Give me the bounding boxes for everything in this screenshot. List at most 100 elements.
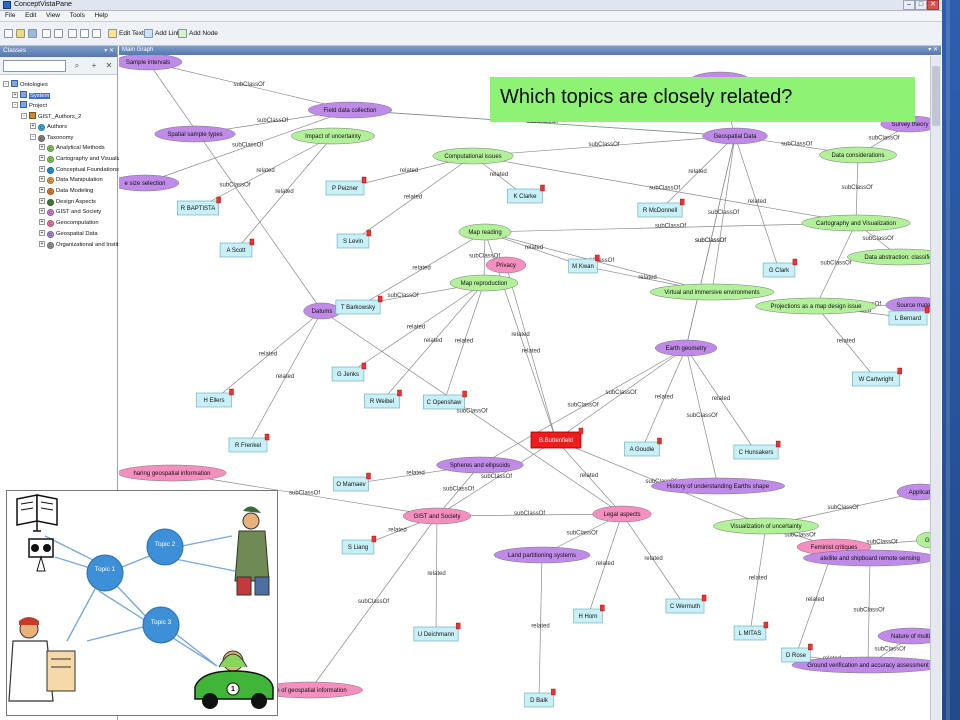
expand-toggle-icon[interactable]: + bbox=[39, 154, 45, 161]
graph-edge[interactable] bbox=[472, 155, 857, 224]
expand-toggle-icon[interactable]: + bbox=[39, 187, 45, 193]
author-node[interactable]: H Ellers bbox=[196, 388, 234, 408]
tree-node[interactable]: -Ontologies bbox=[3, 80, 48, 89]
graph-edge[interactable] bbox=[621, 513, 686, 607]
graph-edge[interactable] bbox=[484, 231, 713, 293]
graph-edge[interactable] bbox=[435, 515, 438, 635]
add-node-icon[interactable] bbox=[178, 29, 187, 38]
author-node[interactable]: O Mamaev bbox=[333, 472, 371, 492]
tree-node[interactable]: -Project bbox=[12, 101, 47, 110]
expand-toggle-icon[interactable]: + bbox=[39, 144, 45, 151]
author-node[interactable]: D Balk bbox=[524, 688, 556, 708]
author-node[interactable]: A Goudie bbox=[624, 437, 662, 457]
menu-file[interactable]: File bbox=[5, 12, 16, 19]
graph-edge[interactable] bbox=[795, 546, 835, 656]
author-node[interactable]: C Openshaw bbox=[423, 390, 467, 410]
menu-view[interactable]: View bbox=[46, 12, 61, 19]
graph-edge[interactable] bbox=[484, 222, 857, 233]
graph-edge[interactable] bbox=[734, 135, 780, 271]
binoculars-icon[interactable]: ⌕ bbox=[74, 61, 80, 70]
close-button[interactable]: ✕ bbox=[927, 0, 939, 10]
graph-edge[interactable] bbox=[749, 525, 767, 634]
graph-edge[interactable] bbox=[321, 310, 623, 515]
topic-node[interactable]: Ground verification and accuracy assessm… bbox=[791, 656, 941, 674]
topic-node[interactable]: Datums bbox=[303, 302, 341, 320]
print-preview-icon[interactable] bbox=[54, 29, 63, 38]
graph-edge[interactable] bbox=[483, 231, 486, 284]
graph-edge[interactable] bbox=[147, 61, 351, 111]
author-node[interactable]: W Cartwright bbox=[851, 367, 902, 387]
selected-author-node[interactable]: B.Buttenfield bbox=[530, 427, 584, 449]
expand-toggle-icon[interactable]: + bbox=[39, 208, 45, 215]
topic-node[interactable]: Map reproduction bbox=[449, 274, 519, 292]
add-link-button[interactable]: Add Link bbox=[155, 30, 181, 37]
copy-icon[interactable] bbox=[80, 29, 89, 38]
author-node[interactable]: A Scott bbox=[219, 238, 255, 258]
topic-node[interactable]: Spatial sample types bbox=[154, 125, 236, 143]
author-node[interactable]: L MITAS bbox=[733, 621, 769, 641]
topic-node[interactable]: Field data collection bbox=[307, 101, 393, 119]
author-node[interactable]: R McDonnell bbox=[637, 198, 685, 218]
save-icon[interactable] bbox=[28, 29, 37, 38]
author-node[interactable]: K Clarke bbox=[507, 184, 545, 204]
topic-node[interactable]: Earth geometry bbox=[654, 339, 718, 357]
graph-edge[interactable] bbox=[352, 155, 474, 242]
topic-node[interactable]: Impact of uncertainty bbox=[290, 127, 376, 145]
graph-edge[interactable] bbox=[309, 515, 438, 691]
expand-toggle-icon[interactable]: + bbox=[39, 219, 45, 226]
author-node[interactable]: C Hunsakers bbox=[733, 440, 781, 460]
topic-node[interactable]: atellite and shipboard remote sensing bbox=[803, 549, 937, 567]
graph-edge[interactable] bbox=[347, 282, 485, 375]
graph-edge[interactable] bbox=[381, 282, 485, 402]
topic-node[interactable]: Visualization of uncertainty bbox=[713, 517, 819, 535]
graph-vertical-scrollbar[interactable] bbox=[930, 56, 941, 720]
concept-graph[interactable]: subClassOfsubClassOfsubClassOfsubClassOf… bbox=[119, 55, 941, 720]
graph-edge[interactable] bbox=[436, 464, 481, 517]
topic-node[interactable]: Map reading bbox=[458, 223, 512, 241]
expand-toggle-icon[interactable]: - bbox=[3, 81, 9, 87]
expand-toggle-icon[interactable]: + bbox=[39, 176, 45, 183]
expand-toggle-icon[interactable]: - bbox=[12, 102, 18, 109]
expand-toggle-icon[interactable]: + bbox=[30, 122, 36, 129]
maximize-button[interactable]: □ bbox=[915, 0, 927, 10]
graph-edge[interactable] bbox=[855, 154, 859, 224]
graph-edge[interactable] bbox=[247, 310, 323, 446]
tree-node[interactable]: +System bbox=[12, 90, 51, 100]
tree-node[interactable]: -GIST_Authors_2 bbox=[21, 112, 81, 121]
graph-edge[interactable] bbox=[711, 135, 736, 293]
topic-node[interactable]: Cartography and Visualization bbox=[801, 214, 911, 232]
graph-edge[interactable] bbox=[685, 347, 719, 487]
graph-edge[interactable] bbox=[555, 347, 687, 441]
author-node[interactable]: S Liang bbox=[341, 535, 377, 555]
expand-toggle-icon[interactable]: + bbox=[39, 197, 45, 204]
author-node[interactable]: L Bernard bbox=[888, 306, 930, 326]
graph-edge[interactable] bbox=[213, 310, 323, 401]
author-node[interactable]: T Barkowsky bbox=[335, 295, 383, 315]
topic-node[interactable]: Virtual and immersive environments bbox=[649, 283, 775, 301]
topic-node[interactable]: Nature of multis bbox=[877, 627, 941, 645]
graph-edge[interactable] bbox=[815, 305, 877, 380]
topic-node[interactable]: Land partitioning systems bbox=[493, 546, 591, 564]
topic-node[interactable]: Data considerations bbox=[819, 146, 897, 164]
author-node[interactable]: G Jenks bbox=[331, 362, 367, 382]
open-folder-icon[interactable] bbox=[16, 29, 25, 38]
new-file-icon[interactable] bbox=[4, 29, 13, 38]
author-node[interactable]: P Peizner bbox=[325, 176, 367, 196]
author-node[interactable]: H Horn bbox=[573, 604, 605, 624]
graph-edge[interactable] bbox=[659, 135, 736, 211]
topic-node[interactable]: History of understanding Earths shape bbox=[651, 477, 785, 495]
add-class-icon[interactable]: + bbox=[91, 61, 97, 70]
graph-edge[interactable] bbox=[357, 231, 486, 308]
menu-edit[interactable]: Edit bbox=[25, 12, 37, 19]
topic-node[interactable]: Applicati bbox=[896, 483, 941, 501]
author-node[interactable]: D Rose bbox=[781, 643, 813, 663]
